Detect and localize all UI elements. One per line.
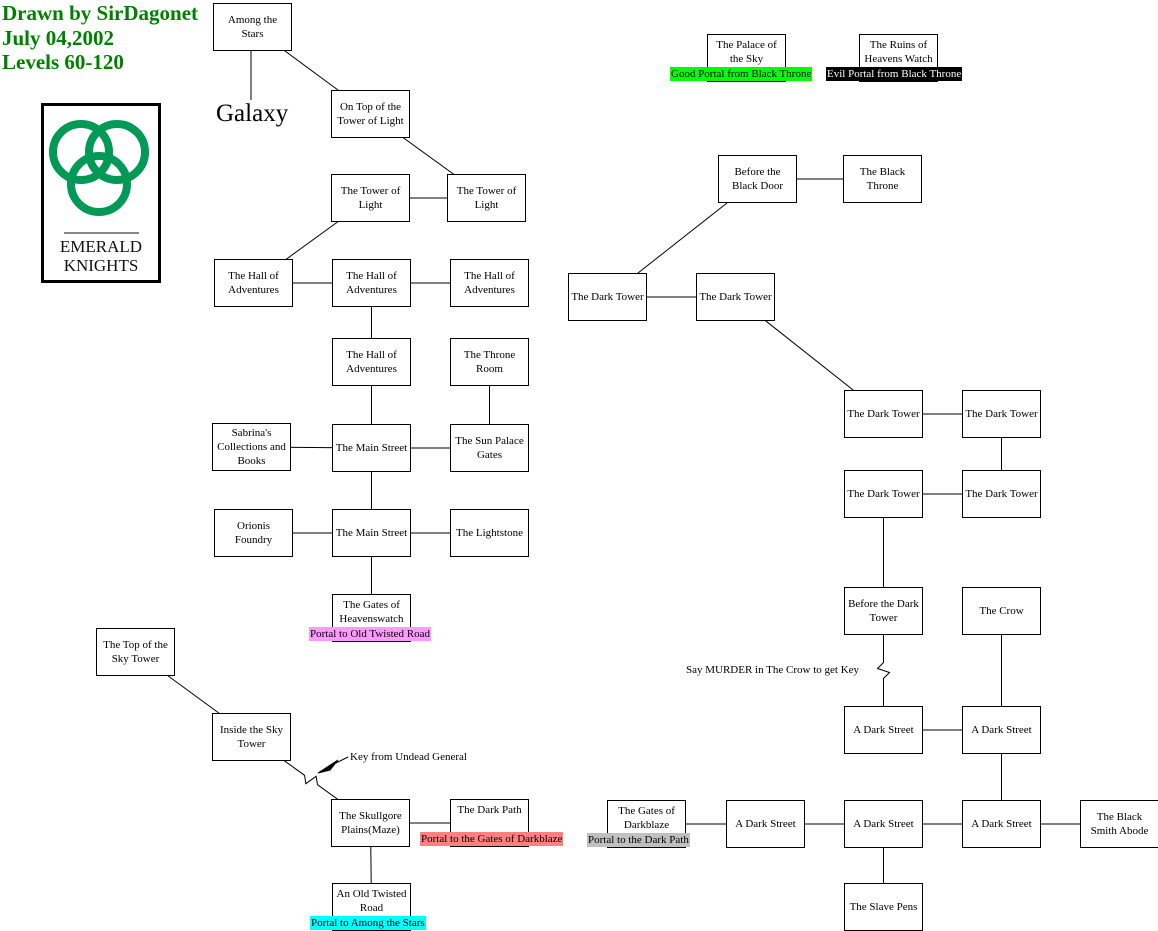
author: Drawn by SirDagonet: [2, 1, 199, 25]
room-among-stars: Among the Stars: [213, 3, 292, 51]
area-label: Galaxy: [216, 100, 289, 127]
room-hall-4: The Hall of Adventures: [332, 338, 411, 386]
room-top-sky-tower: The Top of the Sky Tower: [96, 628, 175, 676]
triquetra-icon: [49, 120, 149, 216]
portal-label: Evil Portal from Black Throne: [826, 67, 963, 81]
room-black-throne: The Black Throne: [843, 155, 922, 203]
room-sabrinas: Sabrina's Collections and Books: [212, 423, 291, 471]
room-on-top-tower: On Top of the Tower of Light: [331, 90, 410, 138]
room-before-black-door: Before the Black Door: [718, 155, 797, 203]
arrow-icon: [317, 759, 339, 774]
logo-divider: [64, 232, 139, 234]
room-dark-tower-6: The Dark Tower: [696, 273, 775, 321]
room-main-street-1: The Main Street: [332, 424, 411, 472]
portal-label: Portal to Old Twisted Road: [309, 627, 432, 641]
logo-line-1: EMERALD: [59, 237, 143, 256]
room-dark-tower-5: The Dark Tower: [568, 273, 647, 321]
locked-connection: [876, 611, 891, 730]
portal-label: Good Portal from Black Throne: [670, 67, 813, 81]
credits: Drawn by SirDagonet July 04,2002 Levels …: [2, 1, 198, 75]
portal-label: Portal to the Gates of Darkblaze: [420, 832, 564, 846]
room-tower-light-1: The Tower of Light: [331, 174, 410, 222]
room-dark-tower-3: The Dark Tower: [844, 390, 923, 438]
emerald-knights-logo: EMERALD KNIGHTS: [41, 103, 161, 283]
room-orionis: Orionis Foundry: [214, 509, 293, 557]
room-the-crow: The Crow: [962, 587, 1041, 635]
arrow-shaft: [329, 756, 349, 767]
room-hall-1: The Hall of Adventures: [214, 259, 293, 307]
key-note: Key from Undead General: [350, 751, 467, 763]
room-inside-sky-tower: Inside the Sky Tower: [212, 713, 291, 761]
room-throne-room: The Throne Room: [450, 338, 529, 386]
room-dark-street-1: A Dark Street: [726, 800, 805, 848]
room-hall-2: The Hall of Adventures: [332, 259, 411, 307]
room-black-smith: The Black Smith Abode: [1080, 800, 1158, 848]
room-skullgore: The Skullgore Plains(Maze): [331, 799, 410, 847]
room-dark-tower-4: The Dark Tower: [962, 390, 1041, 438]
locked-connection: [251, 736, 371, 824]
room-sun-palace: The Sun Palace Gates: [450, 424, 529, 472]
room-dark-tower-2: The Dark Tower: [962, 470, 1041, 518]
room-tower-light-2: The Tower of Light: [447, 174, 526, 222]
portal-label: Portal to the Dark Path: [587, 833, 690, 847]
room-dark-tower-1: The Dark Tower: [844, 470, 923, 518]
logo-text: EMERALD KNIGHTS: [44, 237, 158, 275]
room-lightstone: The Lightstone: [450, 509, 529, 557]
murder-note: Say MURDER in The Crow to get Key: [686, 664, 860, 676]
room-dark-street-3: A Dark Street: [962, 800, 1041, 848]
room-dark-street-4: A Dark Street: [844, 706, 923, 754]
room-slave-pens: The Slave Pens: [844, 883, 923, 931]
date: July 04,2002: [2, 25, 115, 50]
room-main-street-2: The Main Street: [332, 509, 411, 557]
levels: Levels 60-120: [2, 50, 124, 74]
logo-line-2: KNIGHTS: [63, 256, 139, 275]
room-hall-3: The Hall of Adventures: [450, 259, 529, 307]
room-dark-street-2: A Dark Street: [844, 800, 923, 848]
room-dark-street-5: A Dark Street: [962, 706, 1041, 754]
room-before-dark-tower: Before the Dark Tower: [844, 587, 923, 635]
portal-label: Portal to Among the Stars: [310, 916, 426, 930]
